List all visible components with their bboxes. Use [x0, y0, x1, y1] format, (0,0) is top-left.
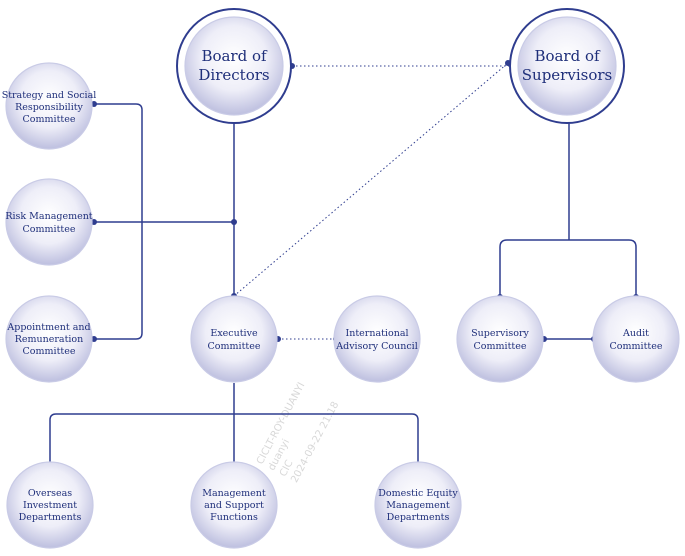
node-circle [6, 461, 94, 549]
node-label-line: Departments [19, 512, 82, 523]
node-supervisory-committee[interactable]: Supervisory Committee [456, 295, 544, 383]
node-label-line: Strategy and Social [2, 90, 97, 101]
node-label-line: Overseas [28, 488, 72, 499]
node-circle [592, 295, 680, 383]
watermark-line: 2024-09-22 21:18 [289, 400, 341, 485]
node-label-line: Risk Management [5, 211, 92, 222]
node-circle [5, 62, 93, 150]
node-circle [517, 16, 617, 116]
node-executive-committee[interactable]: Executive Committee [190, 295, 278, 383]
node-label-line: Committee [23, 346, 76, 357]
node-board-of-supervisors[interactable]: Board of Supervisors [509, 8, 625, 124]
node-label-line: Responsibility [15, 102, 83, 113]
node-label-line: Committee [474, 341, 527, 352]
node-label-line: Supervisory [471, 328, 529, 339]
node-circle [456, 295, 544, 383]
node-label-line: Appointment and [6, 322, 90, 333]
connectors [49, 62, 637, 466]
connector-dot [231, 219, 237, 225]
node-circle [333, 295, 421, 383]
node-label-line: and Support [204, 500, 264, 511]
node-audit-committee[interactable]: Audit Committee [592, 295, 680, 383]
node-overseas-departments[interactable]: Overseas Investment Departments [6, 461, 94, 549]
node-label-line: Supervisors [522, 66, 612, 84]
node-label-line: Remuneration [15, 334, 84, 345]
node-risk-committee[interactable]: Risk Management Committee [5, 178, 93, 266]
node-appointment-committee[interactable]: Appointment and Remuneration Committee [5, 295, 93, 383]
node-circle [184, 16, 284, 116]
node-circle [5, 295, 93, 383]
node-circle [190, 461, 278, 549]
node-label-line: Committee [23, 224, 76, 235]
node-label-line: Audit [622, 328, 649, 339]
node-circle [190, 295, 278, 383]
supervisors-branch-line [499, 239, 637, 297]
node-management-functions[interactable]: Management and Support Functions [190, 461, 278, 549]
node-label-line: International [345, 328, 408, 339]
node-international-council[interactable]: International Advisory Council [333, 295, 421, 383]
node-circle [374, 461, 462, 549]
node-label-line: Committee [23, 114, 76, 125]
node-label-line: Management [386, 500, 450, 511]
watermark: CICLT-ROY-DUANYI duanyi CIC 2024-09-22 2… [255, 381, 341, 485]
node-label-line: Management [202, 488, 266, 499]
node-circle [5, 178, 93, 266]
node-label-line: Committee [208, 341, 261, 352]
node-board-of-directors[interactable]: Board of Directors [176, 8, 292, 124]
node-label-line: Advisory Council [335, 341, 418, 352]
node-label-line: Board of [201, 47, 268, 65]
node-label-line: Investment [23, 500, 77, 511]
node-label-line: Domestic Equity [378, 488, 458, 499]
executive-branch-line [49, 413, 419, 466]
node-strategy-committee[interactable]: Strategy and Social Responsibility Commi… [2, 62, 97, 150]
node-domestic-departments[interactable]: Domestic Equity Management Departments [374, 461, 462, 549]
node-label-line: Departments [387, 512, 450, 523]
node-label-line: Board of [534, 47, 601, 65]
node-label-line: Directors [198, 66, 269, 84]
node-label-line: Functions [210, 512, 258, 523]
node-label-line: Committee [610, 341, 663, 352]
node-label-line: Executive [210, 328, 258, 339]
